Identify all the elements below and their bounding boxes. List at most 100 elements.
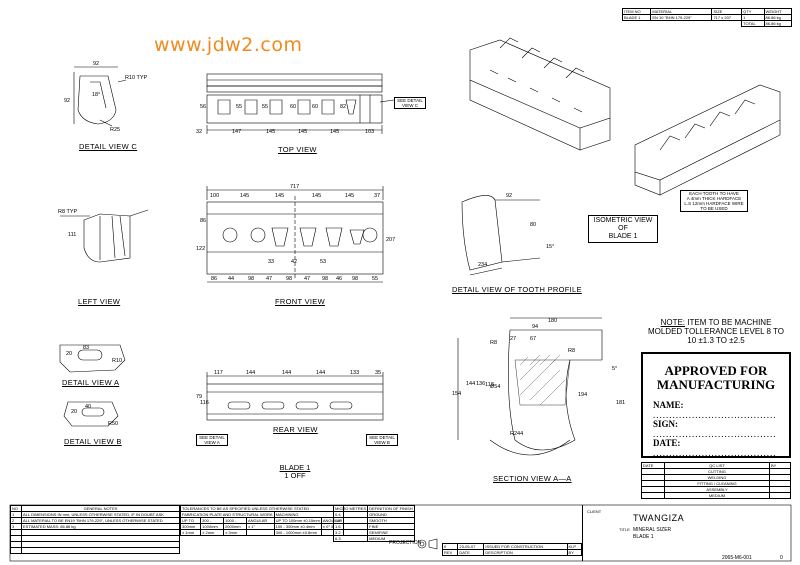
svg-text:133: 133: [350, 370, 359, 376]
front-view-label: FRONT VIEW: [275, 297, 325, 306]
svg-text:R8: R8: [568, 348, 575, 354]
svg-text:44: 44: [228, 276, 234, 282]
svg-text:53: 53: [320, 259, 326, 265]
left-view-drawing: [60, 209, 149, 263]
part-quantity: 1 OFF: [284, 471, 306, 480]
tol-cell: ± 2mm: [200, 529, 225, 536]
svg-text:145: 145: [298, 129, 307, 135]
detail-view-a-label: DETAIL VIEW A: [62, 378, 120, 387]
hardface-callout: EACH TOOTH TO HAVE A 4mm THICK HARDFACE …: [680, 190, 748, 212]
finish-header-micro: MICRO METRES: [332, 505, 369, 512]
rev-cell: DATE: [457, 549, 485, 556]
svg-text:94: 94: [532, 324, 538, 330]
note-text: ALL DIMENSIONS IN mm, UNLESS OTHERWISE S…: [21, 511, 180, 518]
svg-text:82: 82: [340, 104, 346, 110]
approval-date-field: DATE: ..................................…: [653, 438, 777, 458]
svg-text:117: 117: [214, 370, 223, 376]
svg-text:136: 136: [476, 381, 485, 387]
svg-text:86: 86: [211, 276, 217, 282]
svg-text:145: 145: [266, 129, 275, 135]
svg-text:Ø54: Ø54: [490, 384, 500, 390]
table-row: [10, 547, 180, 554]
svg-text:37: 37: [374, 193, 380, 199]
front-view-drawing: [206, 186, 384, 283]
see-detail-c-callout: SEE DETAIL VIEW C: [394, 97, 426, 109]
svg-text:32: 32: [196, 129, 202, 135]
svg-text:18°: 18°: [92, 92, 100, 98]
svg-text:20: 20: [66, 351, 72, 357]
parts-cell: EN 10 "BHN 179-229": [650, 14, 713, 21]
note-text: ALL MATERIAL TO BE EN19 "BHN 179-229", U…: [21, 517, 180, 524]
tol-cell: 300 - 1000mm ±0.8mm: [273, 529, 322, 536]
svg-text:92: 92: [93, 61, 99, 67]
svg-text:147: 147: [232, 129, 241, 135]
svg-text:98: 98: [352, 276, 358, 282]
qc-table: DATE QC LIST BY CUTTING WELDING FITTING …: [641, 462, 791, 499]
svg-text:42: 42: [291, 259, 297, 265]
rev-cell: REV: [441, 549, 459, 556]
svg-text:R8: R8: [490, 340, 497, 346]
tol-cell: 100 - 300mm ±0.4mm: [273, 523, 322, 530]
svg-text:207: 207: [386, 237, 395, 243]
svg-text:R10 TYP: R10 TYP: [125, 75, 148, 81]
svg-text:116: 116: [200, 400, 209, 406]
svg-text:60: 60: [290, 104, 296, 110]
rear-view-label: REAR VIEW: [273, 425, 318, 434]
svg-text:144: 144: [466, 381, 475, 387]
svg-text:83: 83: [83, 345, 89, 351]
tooth-profile-drawing: [461, 195, 541, 276]
svg-text:67: 67: [530, 336, 536, 342]
detail-view-b-drawing: [63, 401, 119, 427]
svg-text:145: 145: [275, 193, 284, 199]
svg-text:R244: R244: [510, 431, 523, 437]
svg-text:5°: 5°: [612, 366, 617, 372]
svg-text:R25: R25: [110, 127, 120, 133]
table-row: TOTAL 86.86 kg: [623, 20, 793, 27]
finish-header-definition: DEFINITION OF FINISH: [367, 505, 415, 512]
svg-text:98: 98: [286, 276, 292, 282]
revision-number: 0: [780, 555, 783, 561]
approval-stamp: APPROVED FOR MANUFACTURING NAME: .......…: [641, 352, 791, 458]
svg-text:118: 118: [485, 382, 494, 388]
svg-text:98: 98: [322, 276, 328, 282]
note-label: NOTE:: [660, 318, 686, 327]
tolerances-table: TOLERANCES TO BE AS SPECIFIED UNLESS OTH…: [179, 505, 345, 536]
title-label: TITLE: [619, 527, 630, 532]
svg-text:R8 TYP: R8 TYP: [58, 209, 77, 215]
detail-view-b-label: DETAIL VIEW B: [64, 437, 122, 446]
svg-text:55: 55: [236, 104, 242, 110]
svg-text:234: 234: [478, 262, 487, 268]
svg-text:180: 180: [548, 318, 557, 324]
table-row: FITTING / CLEANING: [641, 480, 791, 487]
tolerance-note: NOTE: ITEM TO BE MACHINE MOLDED TOLLERAN…: [643, 318, 789, 345]
parts-total-label: TOTAL: [741, 20, 765, 27]
svg-text:15°: 15°: [546, 244, 554, 250]
svg-text:194: 194: [578, 392, 587, 398]
detail-view-a-drawing: [59, 344, 126, 373]
svg-text:20: 20: [71, 409, 77, 415]
svg-text:33: 33: [268, 259, 274, 265]
see-detail-a-callout: SEE DETAIL VIEW A: [196, 434, 228, 446]
rev-cell: BY: [566, 549, 583, 556]
detail-view-c-drawing: [73, 66, 127, 127]
tolerances-sub-fabrication: FABRICATION PLATE AND STRUCTURAL WORK: [180, 511, 275, 518]
tol-cell: UP TO 100mm ±0.15mm: [273, 517, 322, 524]
isometric-view-label: ISOMETRIC VIEW OF BLADE 1: [588, 215, 658, 243]
drawing-number: 2065-M6-001: [722, 555, 752, 561]
svg-text:144: 144: [282, 370, 291, 376]
svg-text:98: 98: [248, 276, 254, 282]
svg-text:717: 717: [290, 184, 299, 190]
svg-text:80: 80: [530, 222, 536, 228]
svg-text:154: 154: [452, 391, 461, 397]
svg-text:100: 100: [210, 193, 219, 199]
detail-view-c-label: DETAIL VIEW C: [79, 142, 138, 151]
svg-text:145: 145: [330, 129, 339, 135]
finish-cell: MEDIUM: [367, 535, 415, 542]
drawing-title-1: MINERAL SIZER: [633, 527, 672, 533]
